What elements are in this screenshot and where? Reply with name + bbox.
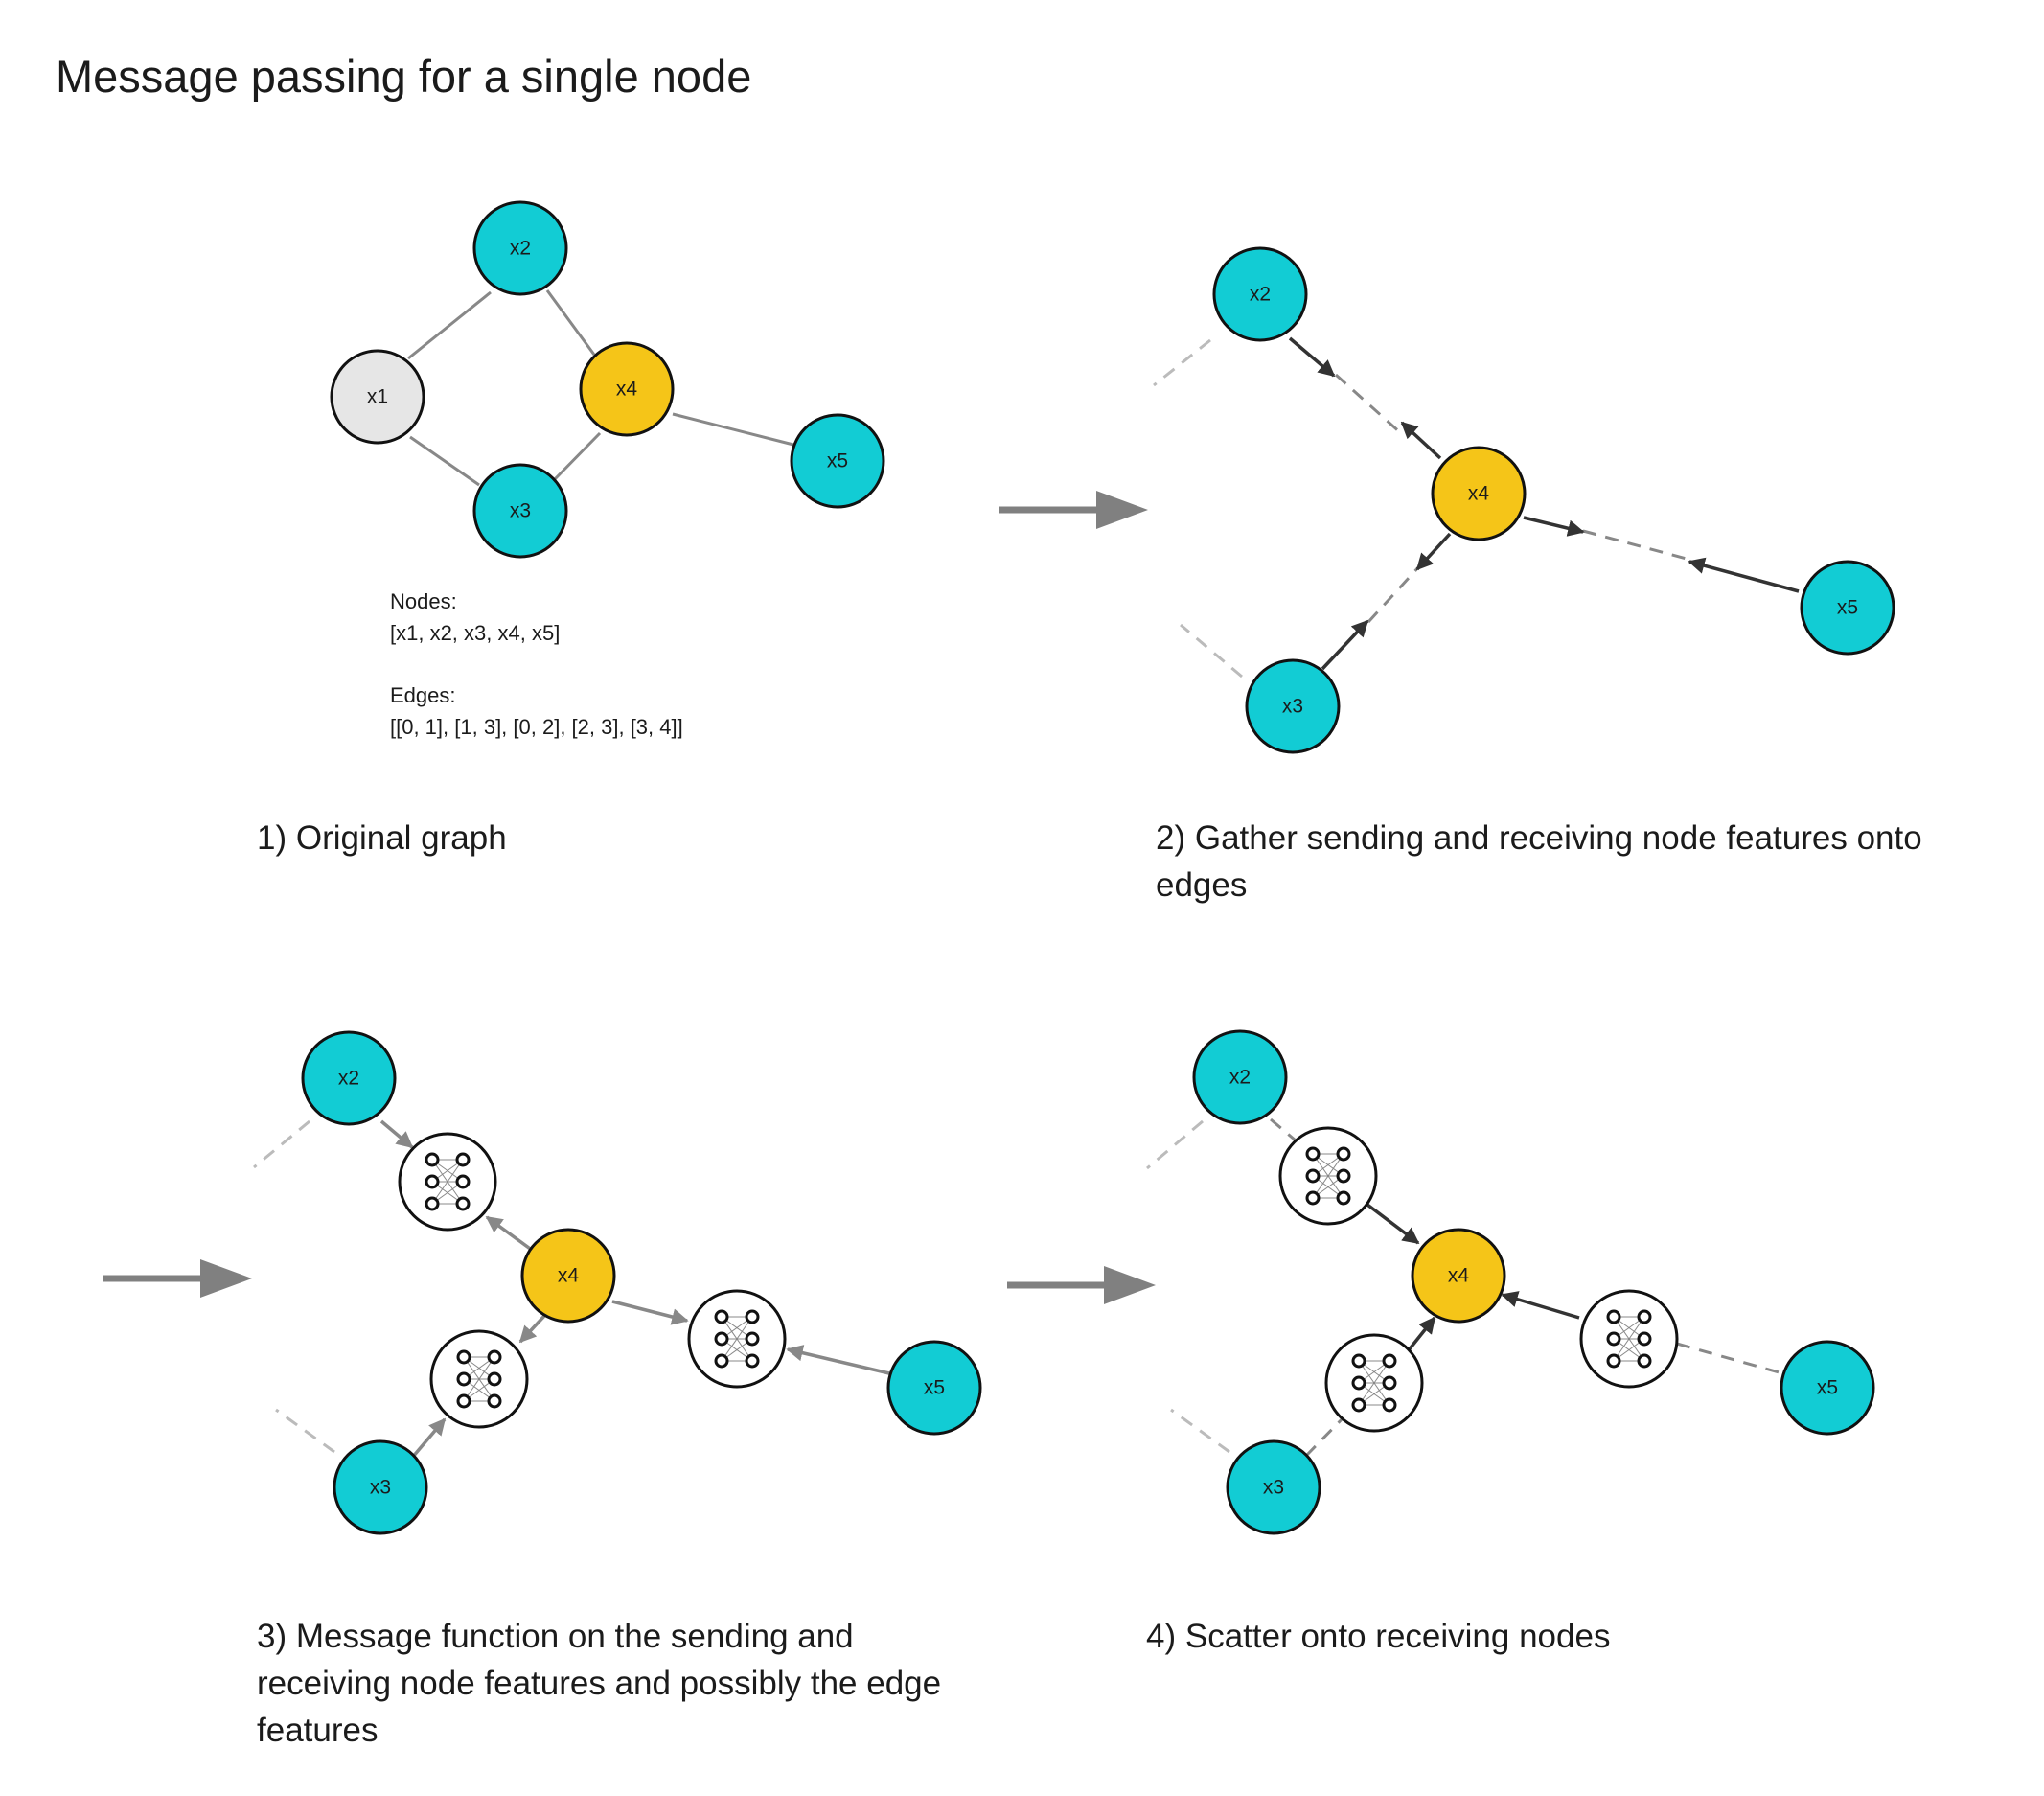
node-x3: x3 [333,1439,428,1535]
node-x4: x4 [520,1228,616,1324]
node-x3-label: x3 [1263,1477,1284,1499]
caption-gather-line2: edges [1156,866,1247,904]
dangling-edge-x2 [1146,1119,1204,1170]
transition-arrow-1 [999,491,1148,529]
node-x3-label: x3 [1282,696,1303,718]
edge-x1-x2 [407,290,492,360]
node-x4: x4 [1411,1228,1506,1324]
dashed-edge-mlp-x5 [1676,1342,1783,1375]
node-x4-label: x4 [616,379,638,401]
panel-scatter: x2 x4 x3 x5 4) Scatter onto receiving no… [1146,1029,1875,1655]
arrow-x4-to-mlp-top [485,1215,535,1253]
panel-gather: x2 x4 x3 x5 2) Gather sending and receiv… [1153,246,1922,904]
node-x2: x2 [301,1030,397,1126]
arrow-x5-to-edge [1688,557,1800,593]
nodes-list: [x1, x2, x3, x4, x5] [390,621,560,645]
dashed-edge-x3-x4 [1366,564,1422,624]
edge-x1-x3 [409,435,480,487]
message-mlp-left [1324,1333,1424,1433]
arrow-x4-to-mlp-left [518,1313,547,1344]
edge-x2-x4 [545,289,596,356]
caption-message-line2: receiving node features and possibly the… [257,1665,941,1702]
node-x5: x5 [1780,1340,1875,1436]
edge-x3-x4 [551,431,602,483]
arrow-x4-to-edge-x2 [1400,421,1442,460]
edges-heading: Edges: [390,683,456,707]
node-x3-label: x3 [370,1477,391,1499]
node-x5-label: x5 [1837,597,1858,619]
node-x1: x1 [330,349,425,445]
panel-message-function: x2 x4 x3 x5 3) Message function on the s… [253,1030,982,1749]
node-x3: x3 [1245,658,1341,754]
node-x2-label: x2 [1250,284,1271,306]
arrow-x4-to-mlp-right [611,1300,689,1325]
node-x5: x5 [790,413,885,509]
node-x2: x2 [1212,246,1308,342]
arrow-x2-to-mlp [379,1119,414,1149]
arrow-x5-to-mlp [786,1345,890,1375]
transition-arrow-2 [103,1259,252,1298]
dashed-edge-x3-mlp [1304,1413,1348,1458]
arrow-mlp-top-to-x4 [1366,1203,1420,1245]
node-x5-label: x5 [924,1377,945,1399]
node-x5: x5 [886,1340,982,1436]
node-x5: x5 [1800,560,1895,656]
dangling-edge-x3 [275,1408,335,1454]
node-x4: x4 [579,341,675,437]
caption-gather-line1: 2) Gather sending and receiving node fea… [1156,819,1922,857]
node-x3: x3 [1226,1439,1321,1535]
node-x5-label: x5 [827,450,848,472]
edge-x4-x5 [672,412,794,447]
node-x2-label: x2 [1229,1067,1251,1089]
arrow-x4-to-edge-x5 [1523,516,1585,537]
dangling-edge-x2 [1153,338,1211,387]
arrow-x3-to-mlp [410,1417,447,1460]
node-x2: x2 [1192,1029,1288,1125]
dangling-edge-x2 [253,1119,310,1169]
dashed-edge-x2-mlp [1270,1117,1297,1142]
message-mlp-right [687,1289,787,1389]
caption-original-graph: 1) Original graph [257,819,507,857]
node-x1-label: x1 [367,386,388,408]
dashed-edge-x2-x4 [1334,373,1404,436]
dangling-edge-x3 [1170,1408,1230,1454]
dashed-edge-x4-x5 [1582,529,1688,561]
diagram-title: Message passing for a single node [56,51,751,102]
node-x2: x2 [472,200,568,296]
arrow-mlp-right-to-x4 [1501,1291,1580,1320]
dangling-edge-x3 [1180,623,1243,679]
arrow-x3-to-edge [1321,619,1369,671]
message-mlp-top [1278,1126,1378,1226]
nodes-heading: Nodes: [390,589,457,613]
caption-message-line3: features [257,1712,378,1749]
node-x3-label: x3 [510,500,531,522]
node-x2-label: x2 [338,1068,359,1090]
node-x4-label: x4 [558,1265,580,1287]
arrow-x4-to-edge-x3 [1415,532,1452,571]
node-x4-label: x4 [1448,1265,1470,1287]
message-mlp-left [429,1329,529,1429]
arrow-x2-to-edge [1288,336,1336,378]
transition-arrow-3 [1007,1266,1156,1304]
message-mlp-right [1579,1289,1679,1389]
node-x2-label: x2 [510,238,531,260]
node-x3: x3 [472,463,568,559]
node-x5-label: x5 [1817,1377,1838,1399]
caption-scatter: 4) Scatter onto receiving nodes [1146,1618,1610,1655]
node-x4-label: x4 [1468,483,1490,505]
node-x4: x4 [1431,446,1527,541]
edges-list: [[0, 1], [1, 3], [0, 2], [2, 3], [3, 4]] [390,715,683,739]
panel-original-graph: x1 x2 x3 x4 x5 Nodes: [x1, x2, x3, x4, x… [257,200,885,857]
message-mlp-top [398,1132,497,1232]
caption-message-line1: 3) Message function on the sending and [257,1618,854,1655]
